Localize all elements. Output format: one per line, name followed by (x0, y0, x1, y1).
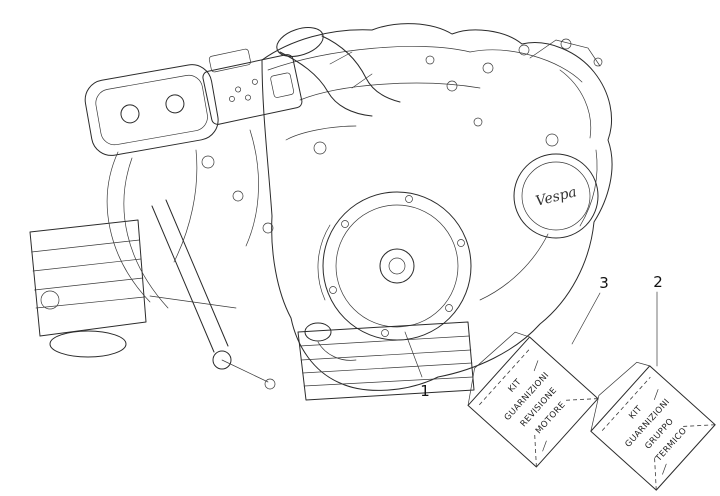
engine-illustration: Vespa (29, 23, 613, 401)
callout-1-number: 1 (420, 382, 430, 400)
mount-bracket (149, 199, 276, 390)
cables (106, 129, 357, 361)
clutch-cover (317, 191, 472, 341)
valve-cover (84, 64, 219, 156)
callout-2-number: 2 (653, 273, 663, 291)
oil-sump-fins (297, 321, 475, 401)
callout-1-leader (404, 331, 423, 378)
callout-3-number: 3 (599, 274, 609, 292)
gasket-kit-package-overhaul: KIT GUARNIZIONI REVISIONE MOTORE (467, 331, 599, 468)
throttle-body (202, 48, 303, 125)
vespa-logo-text: Vespa (534, 184, 578, 210)
cylinder-fins (29, 219, 147, 358)
bolts (201, 38, 603, 234)
callout-3-leader (571, 292, 601, 345)
callout-2: 2 (653, 273, 663, 367)
crankcase (261, 23, 613, 391)
intake-hose (276, 27, 401, 117)
callout-1: 1 (404, 331, 430, 400)
callout-3: 3 (571, 274, 609, 345)
gasket-kit-package-thermal: KIT GUARNIZIONI GRUPPO TERMICO (590, 361, 716, 491)
package-2-line-1: KIT (627, 404, 644, 422)
package-3-line-1: KIT (507, 377, 524, 395)
vespa-emblem: Vespa (513, 133, 599, 239)
